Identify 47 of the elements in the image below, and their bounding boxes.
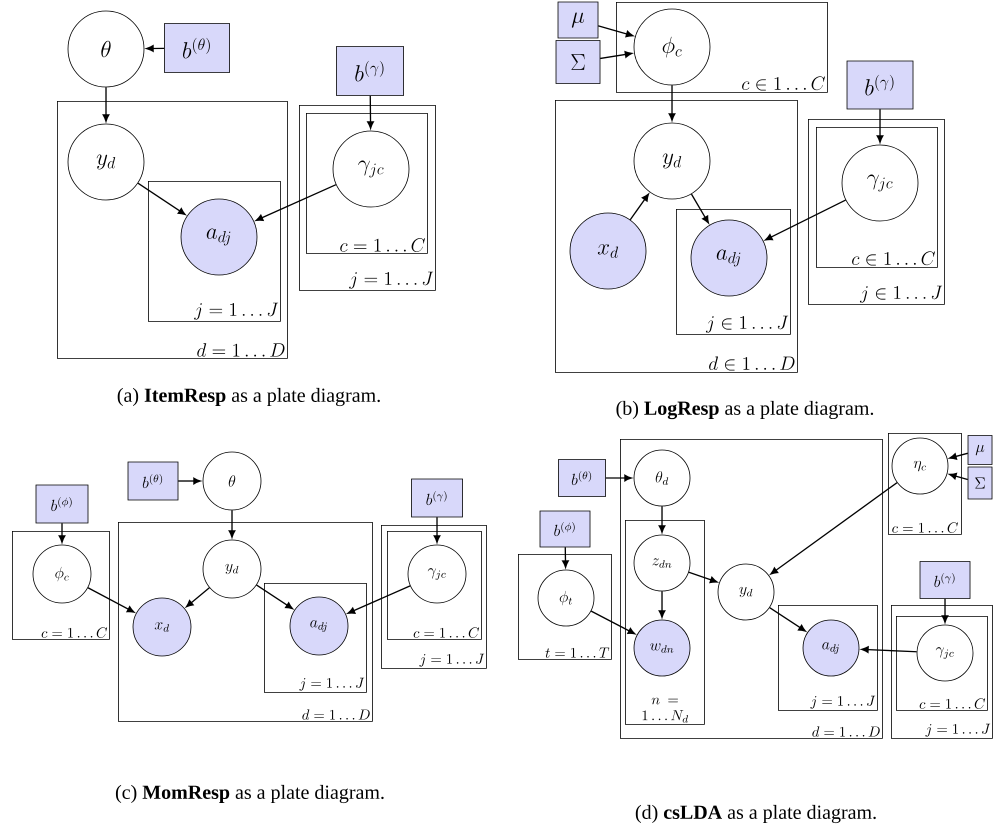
- arrow: [58, 523, 66, 543]
- arrow: [949, 472, 968, 480]
- arrow: [367, 96, 374, 129]
- arrow: [658, 591, 666, 618]
- arrow: [434, 517, 440, 543]
- arrow: [347, 585, 410, 614]
- caption: (c) MomResp as a plate diagram.: [116, 784, 384, 804]
- arrow: [600, 51, 632, 60]
- arrow: [146, 45, 164, 52]
- arrow: [764, 199, 846, 241]
- hyperparameter-box: $b^{(\phi)}$: [540, 510, 590, 548]
- hyperparameter-box: $b^{(\gamma)}$: [411, 478, 463, 518]
- hyperparameter-box: $b^{(\gamma)}$: [920, 561, 970, 599]
- arrow: [949, 452, 968, 460]
- hyperparameter-box: $b^{(\theta)}$: [128, 462, 178, 500]
- arrow: [88, 587, 135, 613]
- arrow: [942, 598, 948, 623]
- arrow: [688, 572, 718, 584]
- arrow: [562, 547, 569, 568]
- arrow: [178, 478, 201, 484]
- caption: (d) csLDA as a plate diagram.: [636, 804, 876, 824]
- hyperparameter-box: $b^{(\gamma)}$: [846, 60, 914, 110]
- caption: (b) LogResp as a plate diagram.: [616, 400, 874, 420]
- arrow: [590, 610, 636, 634]
- hyperparameter-box: $\Sigma$: [968, 466, 992, 500]
- hyperparameter-box: $b^{(\gamma)}$: [336, 46, 404, 96]
- arrow: [598, 25, 634, 38]
- hyperparameter-box: $b^{(\phi)}$: [36, 484, 88, 524]
- hyperparameter-box: $b^{(\theta)}$: [558, 459, 606, 497]
- caption: (a) ItemResp as a plate diagram.: [118, 388, 380, 406]
- hyperparameter-box: $\Sigma$: [556, 40, 600, 84]
- hyperparameter-box: $\mu$: [558, 2, 598, 38]
- arrow: [769, 607, 806, 632]
- arrow: [876, 109, 884, 143]
- arrow: [658, 506, 666, 533]
- arrow: [630, 194, 650, 220]
- hyperparameter-box: $b^{(\theta)}$: [164, 23, 230, 73]
- arrow: [861, 646, 917, 654]
- arrow: [690, 194, 709, 224]
- arrow: [668, 85, 676, 121]
- arrow: [256, 184, 336, 221]
- arrow: [228, 510, 236, 538]
- arrow: [606, 474, 632, 482]
- arrow: [102, 87, 110, 122]
- hyperparameter-box: $\mu$: [968, 435, 992, 465]
- arrow: [186, 587, 210, 608]
- arrow: [770, 482, 898, 575]
